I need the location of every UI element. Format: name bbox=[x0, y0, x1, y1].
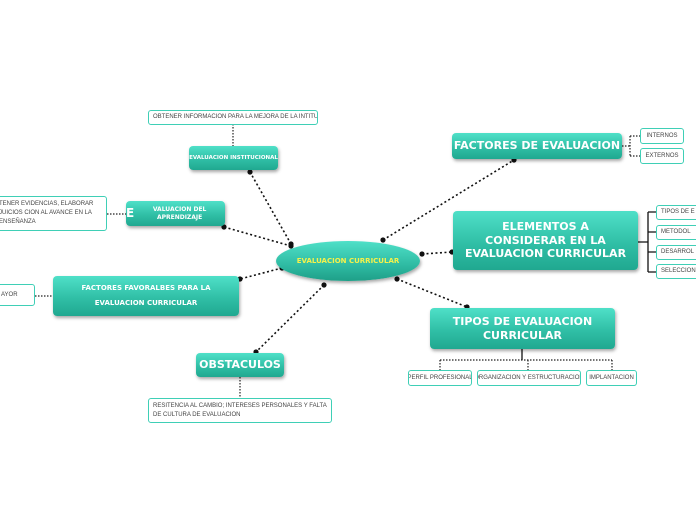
factores-evaluacion-node[interactable]: FACTORES DE EVALUACION bbox=[452, 133, 622, 159]
connector-factores-favorables bbox=[239, 267, 283, 280]
tipos-node[interactable]: TIPOS DE EVALUACION CURRICULAR bbox=[430, 308, 615, 349]
elementos-item-seleccion[interactable]: SELECCION bbox=[656, 264, 696, 279]
tipos-item-organizacion[interactable]: ORGANIZACION Y ESTRUCTURACION bbox=[477, 370, 581, 386]
factores-favorables-node[interactable]: FACTORES FAVORALBES PARA LA EVALUACION C… bbox=[53, 276, 239, 316]
aprendizaje-title: VALUACION DEL APRENDIZAJE bbox=[152, 206, 207, 221]
institucional-node[interactable]: EVALUACION INSTITUCIONAL bbox=[189, 146, 278, 170]
connector-elementos bbox=[421, 251, 453, 255]
connector-obstaculos bbox=[255, 284, 325, 353]
connector-aprendizaje bbox=[223, 226, 292, 247]
center-node[interactable]: EVALUACION CURRICULAR bbox=[276, 241, 420, 281]
aprendizaje-initial: E bbox=[126, 206, 135, 220]
externos-item[interactable]: EXTERNOS bbox=[640, 148, 684, 164]
elementos-item-metodologia[interactable]: METODOL bbox=[656, 225, 696, 240]
aprendizaje-note: TENER EVIDENCIAS, ELABORAR JUICIOS CION … bbox=[0, 196, 107, 231]
elementos-node[interactable]: ELEMENTOS A CONSIDERAR EN LA EVALUACION … bbox=[453, 211, 638, 270]
connector-tipos bbox=[396, 278, 468, 308]
aprendizaje-node[interactable]: E VALUACION DEL APRENDIZAJE bbox=[126, 201, 225, 226]
connector-factores-evaluacion bbox=[382, 159, 515, 241]
obstaculos-note: RESITENCIA AL CAMBIO; INTERESES PERSONAL… bbox=[148, 398, 332, 423]
factores-favorables-note: AYOR bbox=[0, 284, 35, 306]
obstaculos-node[interactable]: OBSTACULOS bbox=[196, 353, 284, 377]
connector-institucional bbox=[249, 171, 292, 245]
tipos-item-perfil[interactable]: PERFIL PROFESIONAL bbox=[408, 370, 472, 386]
internos-item[interactable]: INTERNOS bbox=[640, 128, 684, 144]
elementos-item-tipos[interactable]: TIPOS DE E bbox=[656, 205, 696, 220]
elementos-item-desarrollo[interactable]: DESARROL bbox=[656, 245, 696, 260]
tipos-item-implantacion[interactable]: IMPLANTACION bbox=[586, 370, 637, 386]
institucional-note: OBTENER INFORMACION PARA LA MEJORA DE LA… bbox=[148, 110, 318, 125]
